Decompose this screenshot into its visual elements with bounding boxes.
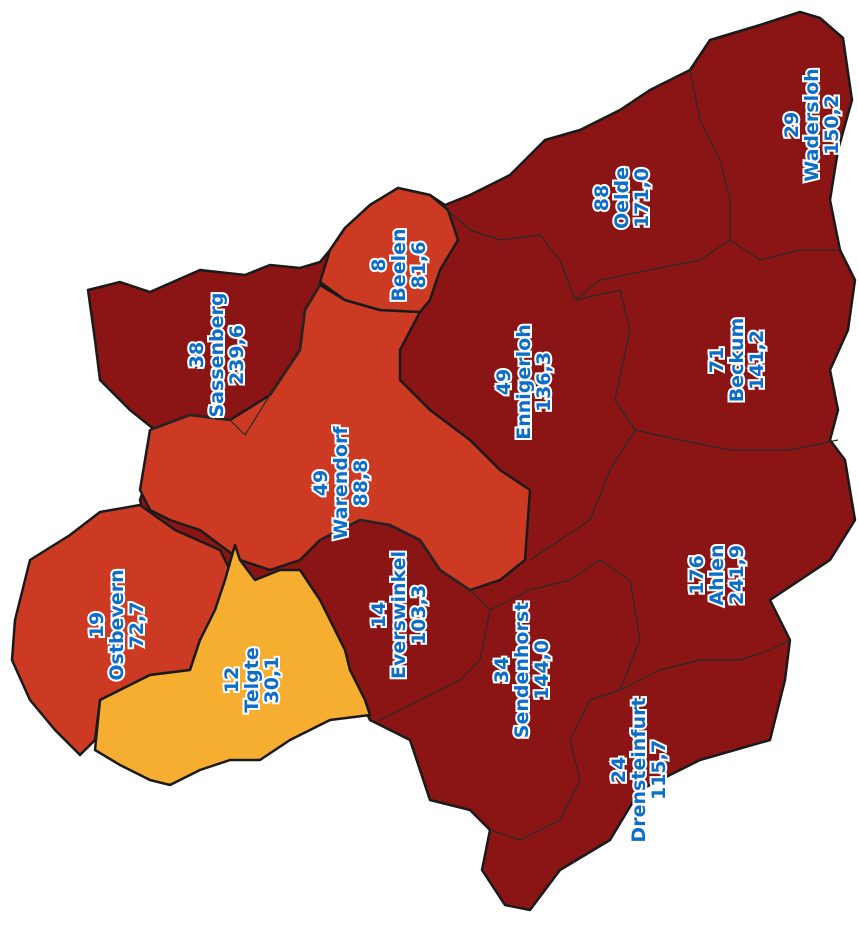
label-everswinkel: 14Everswinkel103,3	[368, 551, 430, 679]
region-labels: 29Wadersloh150,2 88Oelde171,0 8Beelen81,…	[84, 66, 845, 844]
label-ahlen: 176Ahlen241,9	[686, 544, 748, 605]
label-telgte: 12Telgte30,1	[221, 647, 283, 712]
label-beckum: 71Beckum141,2	[706, 318, 768, 403]
border-oelde-beckum	[574, 239, 840, 301]
border-ennigerloh	[447, 209, 636, 561]
label-wadersloh: 29Wadersloh150,2	[781, 68, 843, 181]
label-beelen: 8Beelen81,6	[368, 228, 430, 301]
border-sassenberg	[149, 284, 321, 436]
label-ostbevern: 19Ostbevern72,7	[86, 569, 148, 680]
region-telgte[interactable]	[93, 543, 372, 787]
border-beckum-ahlen	[634, 429, 839, 451]
label-drensteinfurt: 24Drensteinfurt115,7	[608, 697, 670, 842]
label-warendorf: 49Warendorf88,8	[310, 426, 372, 540]
region-beelen[interactable]	[318, 186, 460, 314]
border-wadersloh	[689, 69, 731, 240]
label-sendenhorst: 34Sendenhorst144,0	[491, 602, 553, 738]
label-ennigerloh: 49Ennigerloh136,3	[493, 324, 555, 440]
label-sassenberg: 38Sassenberg239,6	[186, 293, 248, 418]
border-ahlen-drensteinfurt	[619, 639, 791, 691]
label-oelde: 88Oelde171,0	[591, 167, 653, 229]
border-everswinkel	[319, 519, 491, 721]
